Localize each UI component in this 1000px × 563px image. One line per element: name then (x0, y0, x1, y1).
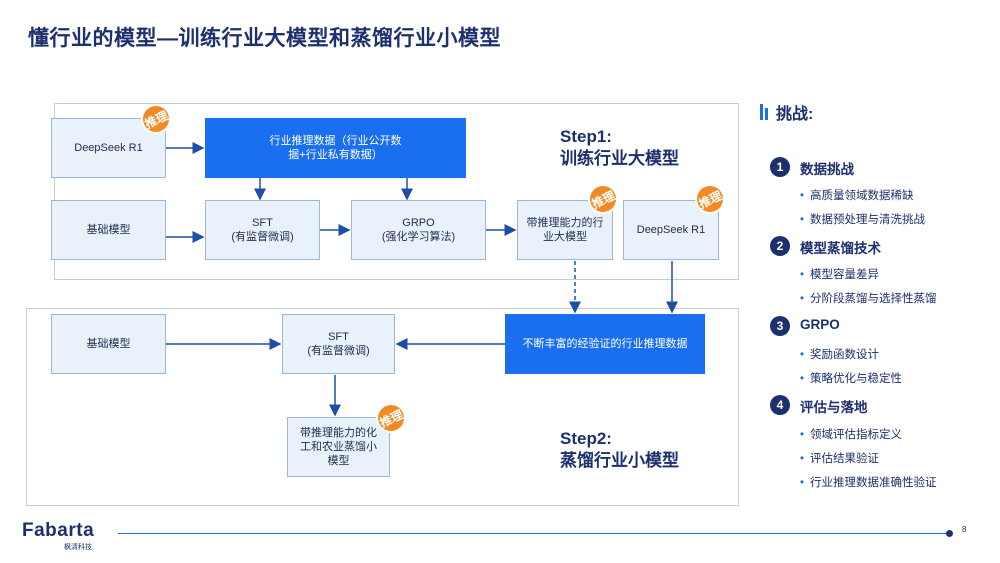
challenge-category: GRPO (800, 317, 840, 332)
grpo-box: GRPO (强化学习算法) (351, 200, 486, 260)
step1-label: Step1: 训练行业大模型 (560, 126, 679, 170)
number-2-icon: 2 (770, 236, 790, 256)
challenge-category: 数据挑战 (800, 162, 854, 177)
industry-data-box: 行业推理数据（行业公开数据+行业私有数据） (205, 118, 466, 178)
challenge-item: •行业推理数据准确性验证 (800, 477, 937, 489)
challenge-item: •分阶段蒸馏与选择性蒸馏 (800, 293, 937, 305)
page-title: 懂行业的模型—训练行业大模型和蒸馏行业小模型 (28, 27, 501, 50)
number-4-icon: 4 (770, 395, 790, 415)
number-1-icon: 1 (770, 157, 790, 177)
challenge-item: •数据预处理与清洗挑战 (800, 214, 926, 226)
base-model-box-top: 基础模型 (51, 200, 166, 260)
challenges-heading-text: 挑战: (776, 106, 814, 123)
footer-line (118, 533, 950, 534)
step2-label: Step2: 蒸馏行业小模型 (560, 428, 679, 472)
challenge-item: •高质量领域数据稀缺 (800, 190, 914, 202)
challenge-item: •策略优化与稳定性 (800, 373, 903, 385)
footer-dot (946, 530, 953, 537)
base-model-box-bottom: 基础模型 (51, 314, 166, 374)
challenge-item: •模型容量差异 (800, 269, 880, 281)
sft-box-top: SFT (有监督微调) (205, 200, 320, 260)
step2-subtitle: 蒸馏行业小模型 (560, 451, 679, 470)
challenge-category: 模型蒸馏技术 (800, 241, 881, 256)
challenge-item: •领域评估指标定义 (800, 429, 903, 441)
bars-icon (760, 104, 770, 120)
step1-title: Step1: (560, 127, 612, 146)
step1-subtitle: 训练行业大模型 (560, 149, 679, 168)
page-number: 8 (962, 525, 967, 534)
sft-box-bottom: SFT (有监督微调) (282, 314, 395, 374)
step2-title: Step2: (560, 429, 612, 448)
challenges-heading: 挑战: (760, 100, 813, 124)
number-3-icon: 3 (770, 316, 790, 336)
challenge-item: •评估结果验证 (800, 453, 880, 465)
reasoning-large-model-box: 带推理能力的行业大模型 (517, 200, 613, 260)
distilled-small-model-box: 带推理能力的化工和农业蒸馏小模型 (287, 417, 390, 477)
fabarta-logo: Fabarta 枫清科技 (22, 520, 95, 551)
verified-data-box: 不断丰富的经验证的行业推理数据 (505, 314, 705, 374)
challenge-item: •奖励函数设计 (800, 349, 880, 361)
challenge-category: 评估与落地 (800, 400, 868, 415)
